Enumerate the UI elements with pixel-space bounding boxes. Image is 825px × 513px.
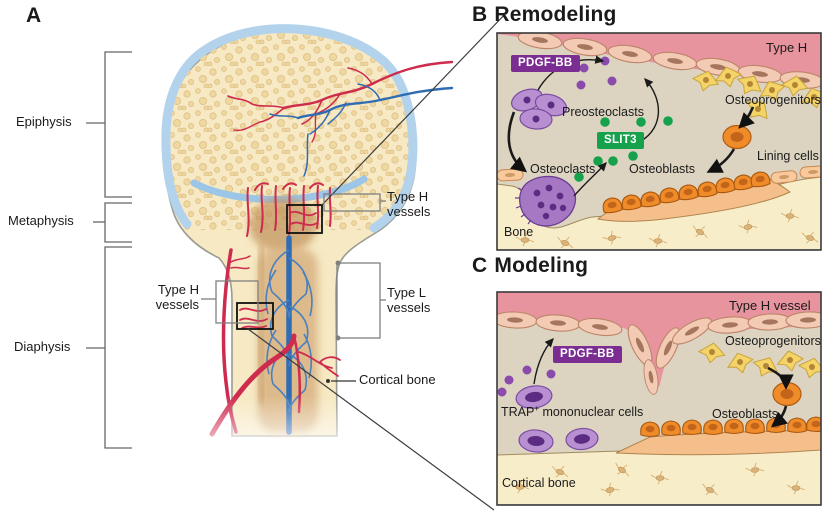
osteoclasts-label: Osteoclasts (530, 162, 596, 176)
bone-illustration (86, 10, 509, 511)
type-h-vessel-label-c: Type H vessel (729, 298, 811, 313)
bone-label: Bone (504, 225, 534, 239)
cortical-bone-leader (326, 379, 356, 383)
panel-b-header: B Remodeling (472, 3, 617, 27)
panel-c-art (496, 291, 822, 506)
panel-c-header: C Modeling (472, 254, 588, 278)
trap-mononuclear-cells-label: TRAP+ mononuclear cells (501, 403, 644, 419)
type-h-vessels-metaphysis (246, 182, 332, 237)
preosteoclasts-label: Preosteoclasts (562, 105, 644, 119)
process-arrows (533, 337, 794, 428)
cortical-bone-label-c: Cortical bone (502, 476, 576, 490)
panel-a-letter: A (26, 4, 42, 27)
osteoblast-precursor-cell (722, 124, 752, 150)
panel-b-letter: B (472, 3, 488, 26)
diaphysis-label: Diaphysis (14, 339, 71, 354)
osteoclast-cell (515, 175, 577, 227)
panel-c-title: Modeling (494, 254, 589, 277)
process-arrows (507, 55, 755, 197)
epiphyseal-vessels (227, 60, 454, 177)
cortical-bone-label-a: Cortical bone (359, 372, 436, 387)
pdgf-bb-particles (576, 56, 617, 90)
slit3-particles (574, 116, 673, 182)
slit3-badge: SLIT3 (597, 132, 644, 149)
osteoblasts-label-b: Osteoblasts (629, 162, 696, 176)
osteoprogenitors-label-c: Osteoprogenitors (725, 334, 821, 348)
inset-box-diaphysis (236, 302, 274, 330)
pdgf-bb-badge-c: PDGF-BB (553, 346, 622, 363)
leader-brackets (201, 193, 386, 341)
region-brackets (86, 51, 132, 449)
type-h-label-b: Type H (766, 40, 808, 55)
connector-to-panel-c (247, 328, 495, 511)
osteoprogenitors-label-b: Osteoprogenitors (725, 93, 821, 107)
bone-fade (180, 396, 370, 486)
metaphysis-label: Metaphysis (8, 213, 74, 228)
pdgf-bb-badge-b: PDGF-BB (511, 55, 580, 72)
panel-c-letter: C (472, 254, 488, 277)
osteoblasts-label-c: Osteoblasts (712, 407, 779, 421)
articular-cartilage (161, 24, 418, 233)
pdgf-bb-particles (497, 365, 556, 397)
trap-mononuclear-cells (515, 385, 599, 453)
epiphysis-label: Epiphysis (16, 114, 72, 129)
connector-to-panel-b (321, 10, 509, 206)
panel-b-title: Remodeling (494, 3, 617, 26)
panel-c-border (496, 291, 822, 506)
lining-cells-label: Lining cells (757, 149, 819, 163)
inset-box-metaphysis (286, 204, 323, 234)
panel-b-border (496, 32, 822, 251)
type-h-vessel-lumen (497, 292, 821, 390)
